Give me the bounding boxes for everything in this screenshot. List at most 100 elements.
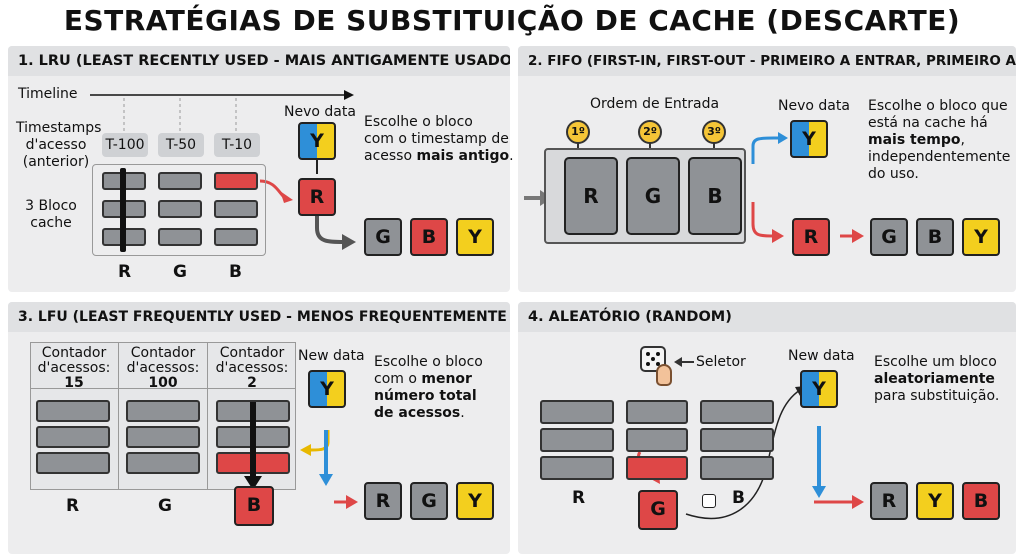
lfu-slot (126, 452, 200, 474)
fifo-new-label: Nevo data (778, 98, 850, 114)
page-title: ESTRATÉGIAS DE SUBSTITUIÇÃO DE CACHE (DE… (63, 4, 961, 37)
random-selector-label: Seletor (696, 354, 746, 370)
random-desc-line-1: Escolhe um bloco (874, 354, 997, 370)
cache-label-line-1: 3 Bloco (25, 198, 77, 214)
lru-desc-line-1: Escolhe o bloco (364, 114, 473, 130)
fifo-badge-3: 3º (702, 120, 726, 144)
timestamps-line-2: d'acesso (25, 137, 87, 153)
lru-desc-line-3: acesso (364, 148, 417, 164)
lfu-counter-r-label-2: d'acessos: (37, 360, 111, 376)
lru-slot (214, 200, 258, 218)
lfu-counter-b-label-1: Contador (219, 345, 285, 361)
fifo-block-b: B (688, 157, 742, 235)
fifo-panel: 2. FIFO (FIRST-IN, FIRST-OUT - PRIMEIRO … (518, 46, 1016, 292)
random-slot (626, 428, 688, 452)
lfu-panel: 3. LFU (LEAST FREQUENTLY USED - MENOS FR… (8, 302, 510, 554)
lfu-counter-b-value: 2 (247, 375, 257, 391)
fifo-evicted-block: R (792, 218, 830, 256)
random-slot (540, 428, 614, 452)
random-result-1: R (870, 482, 908, 520)
random-slot (540, 400, 614, 424)
lfu-result-3: Y (456, 482, 494, 520)
fifo-result-2: B (916, 218, 954, 256)
random-result-3: B (962, 482, 1000, 520)
lfu-slot (36, 426, 110, 448)
lru-cache-frame (92, 164, 266, 256)
fifo-badge-1: 1º (566, 120, 590, 144)
lru-result-3: Y (456, 218, 494, 256)
lru-oldest-marker (120, 168, 126, 252)
lru-desc-end: . (509, 148, 514, 164)
timestamps-line-1: Timestamps (16, 120, 102, 136)
lfu-new-block: Y (308, 370, 346, 408)
lru-slot (158, 172, 202, 190)
fifo-order-label: Ordem de Entrada (590, 96, 720, 112)
timestamps-label: Timestamps d'acesso (anterior) (16, 120, 101, 171)
random-description: Escolhe um bloco aleatoriamente para sub… (874, 354, 999, 405)
lfu-desc-bold-3: de acessos (374, 405, 461, 421)
random-slot (700, 428, 774, 452)
random-slot (700, 456, 774, 480)
lru-evicted-block: R (298, 178, 336, 216)
lru-result-2: B (410, 218, 448, 256)
lfu-desc-bold-1: menor (421, 371, 472, 387)
dice-pips (646, 352, 660, 366)
lfu-counter-g-label-1: Contador (130, 345, 196, 361)
random-desc-bold: aleatoriamente (874, 371, 995, 387)
lru-new-block: Y (298, 122, 336, 160)
lru-slot-recent (214, 172, 258, 190)
fifo-heading: 2. FIFO (FIRST-IN, FIRST-OUT - PRIMEIRO … (518, 46, 1016, 76)
lfu-slot (36, 452, 110, 474)
fifo-block-g: G (626, 157, 680, 235)
lfu-counter-r-value: 15 (64, 375, 84, 391)
random-col-b: B (732, 488, 745, 508)
lru-new-label: Nevo data (284, 104, 356, 120)
lfu-counter-g: Contador d'acessos: 100 (119, 346, 207, 391)
lru-desc-line-2: com o timestamp de (364, 131, 509, 147)
random-slot-selected (626, 456, 688, 480)
lru-desc-bold: mais antigo (416, 148, 510, 164)
pointer-hand-icon (656, 364, 672, 386)
lfu-new-label: New data (298, 348, 365, 364)
random-new-block: Y (800, 370, 838, 408)
lru-col-b: B (229, 262, 242, 282)
lfu-description: Escolhe o bloco com o menor número total… (374, 354, 483, 422)
lru-slot (158, 228, 202, 246)
random-desc-line-3: para substituição. (874, 388, 1000, 404)
lfu-result-2: G (410, 482, 448, 520)
fifo-desc-line-4: independentemente (868, 149, 1011, 165)
lru-col-g: G (173, 262, 187, 282)
lfu-counter-r-label-1: Contador (41, 345, 107, 361)
lfu-counter-g-label-2: d'acessos: (126, 360, 200, 376)
random-heading: 4. ALEATÓRIO (RANDOM) (518, 302, 1016, 332)
lfu-slot (126, 400, 200, 422)
fifo-desc-bold: mais tempo (868, 132, 961, 148)
fifo-description: Escolhe o bloco que está na cache há mai… (868, 98, 1010, 183)
lfu-slot (126, 426, 200, 448)
fifo-desc-line-2: está na cache há (868, 115, 988, 131)
random-evicted-block: G (638, 490, 678, 530)
lfu-col-g: G (158, 496, 172, 516)
random-col-r: R (572, 488, 586, 508)
lru-slot (214, 228, 258, 246)
lfu-counter-b: Contador d'acessos: 2 (208, 346, 296, 391)
lfu-arrows (244, 402, 358, 509)
fifo-desc-line-5: do uso. (868, 166, 919, 182)
fifo-new-block: Y (790, 120, 828, 158)
random-result-2: Y (916, 482, 954, 520)
lfu-desc-line-2: com o (374, 371, 422, 387)
timeline-label: Timeline (18, 86, 78, 102)
fifo-result-1: G (870, 218, 908, 256)
lfu-result-1: R (364, 482, 402, 520)
lfu-desc-bold-2: número total (374, 388, 477, 404)
cache-label-line-2: cache (30, 215, 72, 231)
fifo-desc-line-1: Escolhe o bloco que (868, 98, 1008, 114)
lfu-header-rule (30, 388, 296, 389)
lfu-counter-g-value: 100 (148, 375, 178, 391)
random-slot (700, 400, 774, 424)
lru-description: Escolhe o bloco com o timestamp de acess… (364, 114, 514, 165)
random-slot (626, 400, 688, 424)
fifo-block-r: R (564, 157, 618, 235)
lfu-evicted-block: B (234, 486, 274, 526)
dice-small-icon (702, 494, 716, 508)
